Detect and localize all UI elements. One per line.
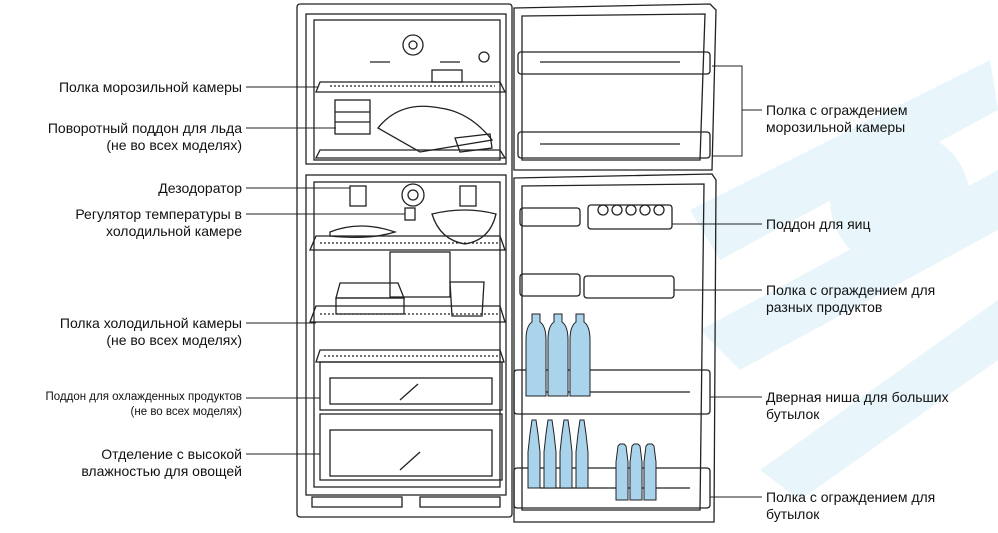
crisper-drawer — [319, 413, 503, 481]
label-deodorizer: Дезодоратор — [158, 180, 242, 196]
label-freezer-door-shelf-line2: морозильной камеры — [766, 119, 906, 135]
label-misc-door-shelf-line2: разных продуктов — [766, 299, 883, 315]
label-temp-control-line1: Регулятор температуры в — [75, 206, 242, 222]
label-temp-control: Регулятор температуры в холодильной каме… — [0, 206, 242, 240]
fridge-shelf-2 — [309, 305, 506, 323]
label-bottle-shelf-line1: Полка с ограждением для — [766, 489, 936, 505]
label-bottle-shelf: Полка с ограждением для бутылок — [766, 489, 935, 523]
fridge-shelf-1 — [309, 235, 506, 251]
label-ice-tray: Поворотный поддон для льда (не во всех м… — [0, 120, 242, 154]
fridge-cabinet — [296, 3, 513, 518]
label-egg-tray: Поддон для яиц — [766, 216, 871, 232]
label-fridge-shelf: Полка холодильной камеры (не во всех мод… — [0, 315, 242, 349]
label-freezer-door-shelf-line1: Полка с ограждением — [766, 102, 908, 118]
freezer-door-shelf-2 — [517, 131, 711, 159]
chilled-tray — [319, 361, 503, 411]
label-fridge-shelf-line1: Полка холодильной камеры — [59, 315, 242, 331]
label-crisper: Отделение с высокой влажностью для овоще… — [0, 446, 242, 480]
label-misc-door-shelf: Полка с ограждением для разных продуктов — [766, 282, 935, 316]
label-misc-door-shelf-line1: Полка с ограждением для — [766, 282, 936, 298]
misc-door-shelf — [519, 273, 581, 297]
label-bottle-niche-line2: бутылок — [766, 406, 820, 422]
ice-tray — [334, 99, 371, 135]
large-bottles — [525, 313, 591, 397]
bottle-niche — [513, 369, 711, 415]
deodorizer — [349, 185, 367, 207]
freezer-door — [513, 3, 717, 171]
label-chilled-tray-line2: (не во всех моделях) — [130, 406, 242, 418]
label-temp-control-line2: холодильной камере — [105, 223, 242, 239]
label-chilled-tray: Поддон для охлажденных продуктов (не во … — [0, 390, 242, 420]
label-freezer-shelf: Полка морозильной камеры — [58, 79, 242, 95]
label-bottle-shelf-line2: бутылок — [766, 506, 820, 522]
label-bottle-niche: Дверная ниша для больших бутылок — [766, 389, 949, 423]
label-fridge-shelf-line2: (не во всех моделях) — [106, 332, 242, 348]
temperature-control — [401, 183, 425, 207]
small-bottles — [527, 419, 657, 501]
label-crisper-line2: влажностью для овощей — [81, 463, 242, 479]
label-ice-tray-line2: (не во всех моделях) — [106, 137, 242, 153]
bottle-shelf — [513, 467, 711, 509]
freezer-door-shelf-1 — [517, 51, 711, 75]
label-freezer-door-shelf: Полка с ограждением морозильной камеры — [766, 102, 907, 136]
label-bottle-niche-line1: Дверная ниша для больших — [766, 389, 949, 405]
label-ice-tray-line1: Поворотный поддон для льда — [47, 120, 242, 136]
label-crisper-line1: Отделение с высокой — [101, 446, 242, 462]
fridge-door — [513, 173, 717, 523]
label-chilled-tray-line1: Поддон для охлажденных продуктов — [45, 391, 242, 403]
fan-icon — [402, 34, 424, 56]
